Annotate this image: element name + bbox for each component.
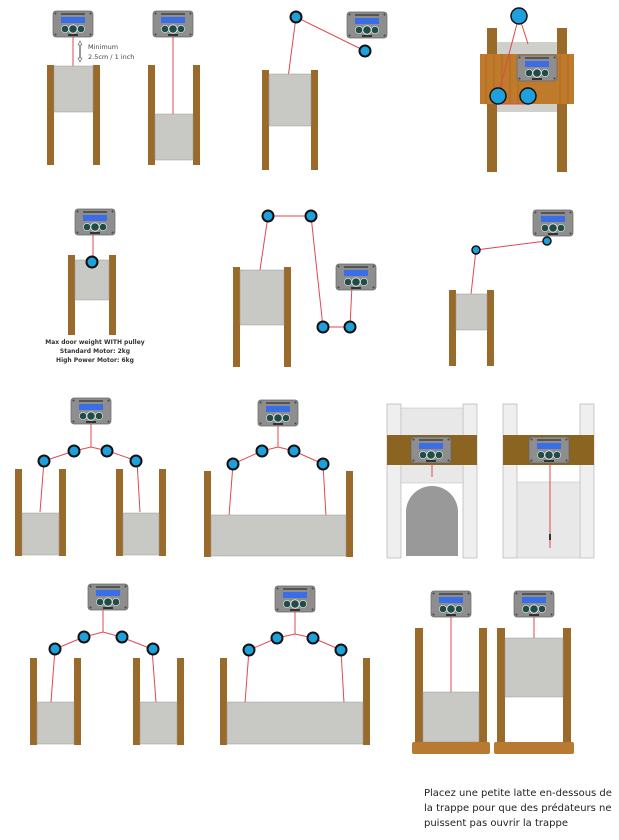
pulley-icon	[146, 642, 160, 656]
slat-note: Placez une petite latte en-dessous de la…	[424, 788, 612, 829]
pulley-icon	[100, 444, 114, 458]
diagram-frame-kit-slide	[502, 403, 595, 559]
pulley-icon	[489, 87, 507, 105]
diagram-four-pulley-route	[233, 209, 377, 367]
diagram-single-pulley-weight	[68, 208, 116, 335]
pulley-icon	[77, 630, 91, 644]
diagram-frame-kit-arch	[386, 403, 478, 559]
controller-icon	[532, 209, 574, 237]
slat-bar	[494, 742, 574, 754]
controller-icon	[410, 436, 452, 464]
weight-title: Max door weight WITH pulley	[45, 339, 145, 346]
diagram-direct-open	[47, 10, 100, 165]
pulley-icon	[287, 444, 301, 458]
controller-icon	[74, 208, 116, 236]
pulley-icon	[270, 631, 284, 645]
pulley-icon	[510, 7, 528, 25]
pulley-icon	[471, 245, 481, 255]
weight-standard: Standard Motor: 2kg	[59, 348, 131, 355]
pulley-icon	[306, 631, 320, 645]
controller-icon	[52, 10, 94, 38]
diagram-slat-open	[494, 590, 574, 754]
pulley-icon	[304, 209, 318, 223]
controller-icon	[152, 10, 194, 38]
diagram-pulley-over-top	[262, 10, 388, 170]
weight-note: Max door weight WITH pulley Standard Mot…	[40, 338, 150, 365]
pulley-icon	[129, 454, 143, 468]
controller-icon	[430, 590, 472, 618]
diagram-wooden-board-mount	[480, 7, 574, 172]
pulley-icon	[343, 320, 357, 334]
controller-icon	[257, 399, 299, 427]
pulley-icon	[255, 444, 269, 458]
controller-icon	[70, 397, 112, 425]
diagram-two-pulley-side	[449, 209, 574, 366]
pulley-icon	[334, 643, 348, 657]
pulley-icon	[48, 642, 62, 656]
pulley-icon	[37, 454, 51, 468]
controller-icon	[87, 583, 129, 611]
controller-icon	[513, 590, 555, 618]
pulley-icon	[85, 255, 99, 269]
pulley-icon	[542, 236, 552, 246]
pulley-icon	[316, 457, 330, 471]
diagram-slat-closed	[412, 590, 490, 754]
weight-high: High Power Motor: 6kg	[56, 357, 134, 364]
diagram-wide-door-split-2	[220, 585, 370, 745]
pulley-icon	[358, 44, 372, 58]
controller-icon	[346, 11, 388, 39]
slat-bar	[412, 742, 490, 754]
pulley-icon	[242, 643, 256, 657]
pulley-icon	[67, 444, 81, 458]
pulley-icon	[261, 209, 275, 223]
diagram-dual-door-split	[15, 397, 166, 556]
controller-icon	[274, 585, 316, 613]
minimum-line2: 2.5cm / 1 inch	[88, 53, 135, 61]
pulley-icon	[289, 10, 303, 24]
pulley-icon	[316, 320, 330, 334]
diagram-dual-door-split-2	[30, 583, 184, 745]
minimum-gap-label: Minimum 2.5cm / 1 inch	[88, 42, 134, 62]
controller-icon	[528, 436, 570, 464]
diagram-wide-door-split	[204, 399, 353, 557]
diagram-direct-closed	[148, 10, 200, 165]
minimum-line1: Minimum	[88, 43, 119, 51]
controller-icon	[335, 263, 377, 291]
pulley-icon	[115, 630, 129, 644]
pulley-icon	[519, 87, 537, 105]
pulley-icon	[226, 457, 240, 471]
controller-icon	[516, 54, 558, 82]
